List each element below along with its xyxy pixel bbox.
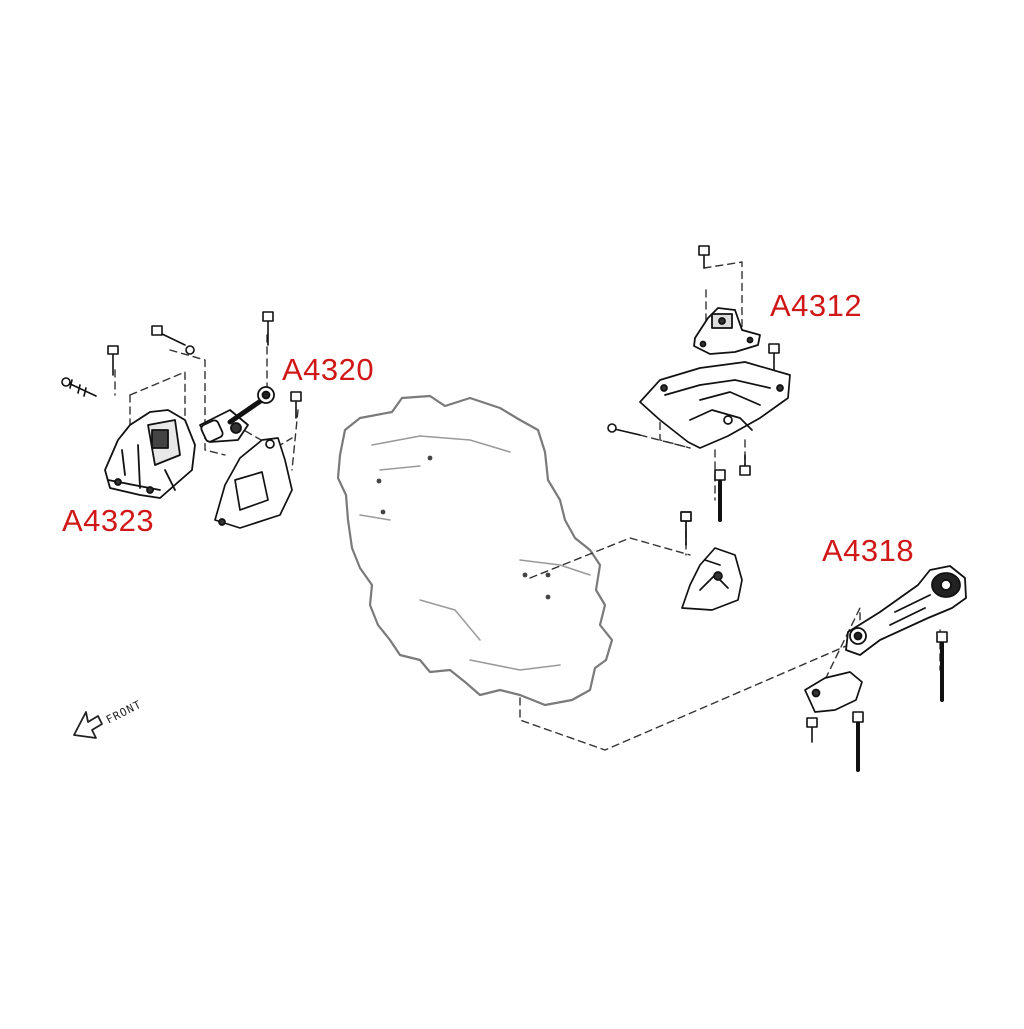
a4323-mount-drawing (104, 409, 196, 499)
engine-bolt-holes (376, 455, 551, 600)
center-bracket-drawing (680, 511, 743, 611)
part-label-a4318: A4318 (822, 533, 915, 568)
part-label-a4312: A4312 (770, 288, 863, 323)
a4318-bolts (806, 631, 948, 772)
a4312-bracket-drawing (639, 361, 791, 449)
part-label-a4323: A4323 (62, 503, 155, 538)
a4320-link-drawing (199, 386, 275, 443)
engine-detail-line (359, 435, 591, 671)
a4312-mount-drawing (693, 307, 761, 355)
a4323-bolts (61, 325, 195, 397)
front-arrow-icon (73, 711, 103, 739)
engine-block-outline (336, 394, 614, 707)
a4318-bracket-drawing (804, 671, 863, 713)
a4320-bolts (262, 311, 302, 419)
a4312-bolts (607, 245, 780, 522)
part-label-a4320: A4320 (282, 352, 375, 387)
a4318-torque-rod-drawing (845, 565, 967, 656)
a4320-bracket-drawing (214, 437, 293, 529)
